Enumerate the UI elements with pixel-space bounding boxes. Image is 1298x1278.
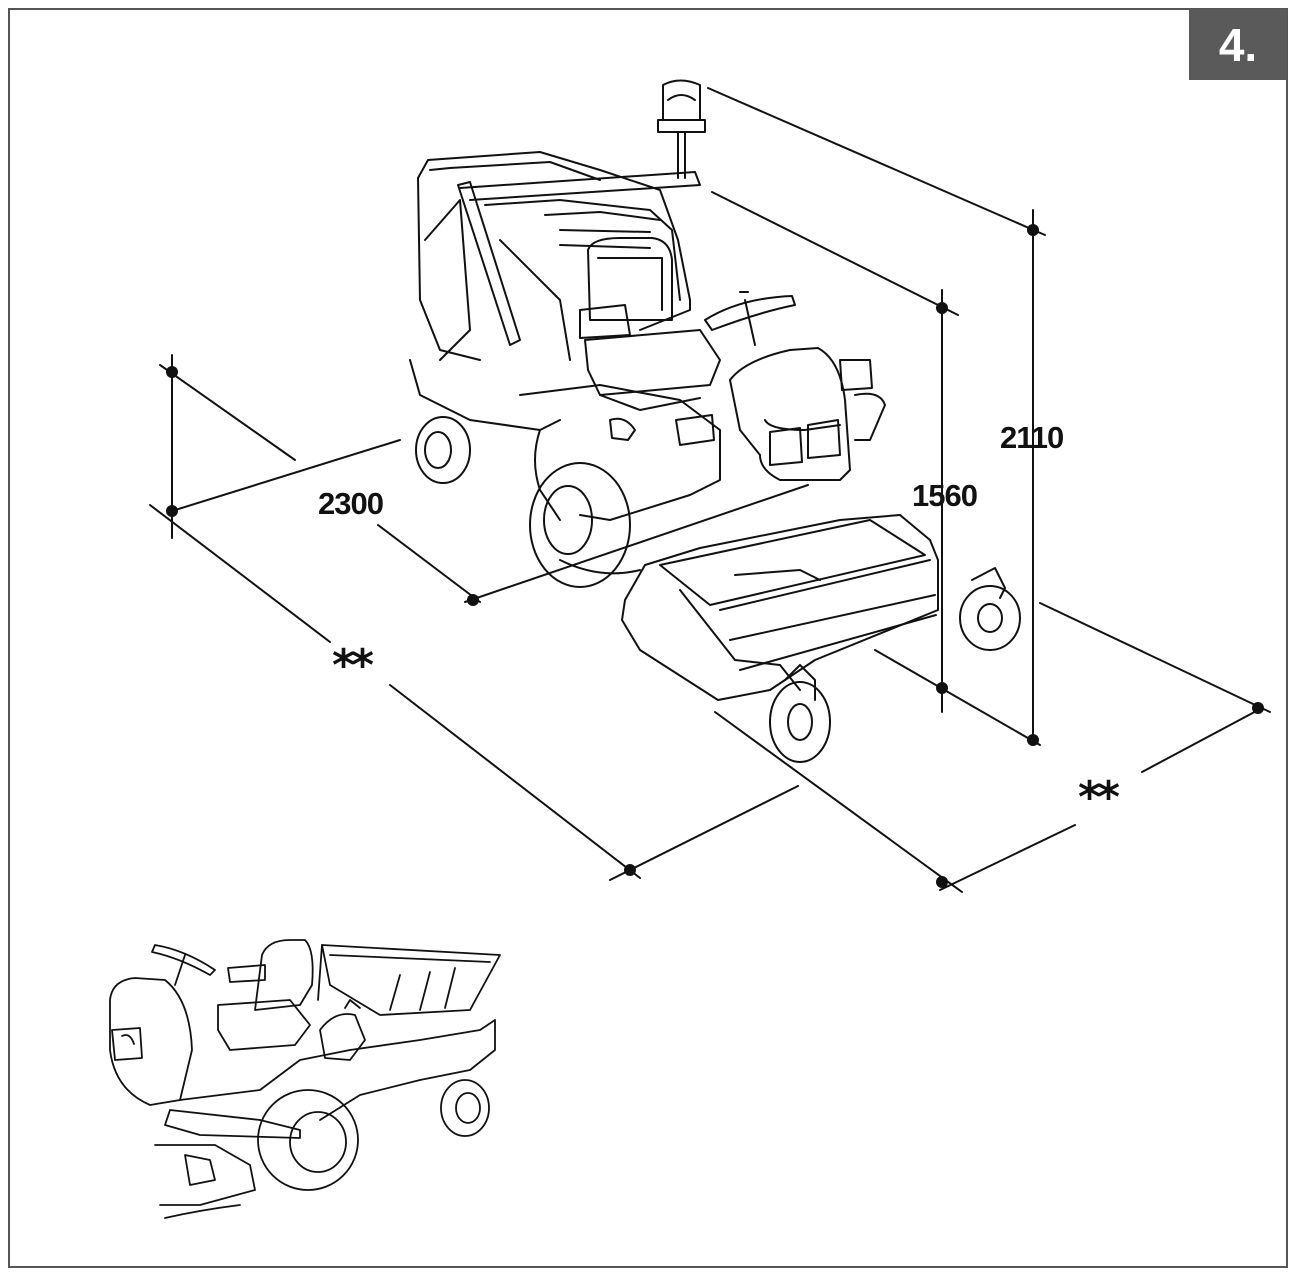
length-dimension-label: 2300 <box>318 486 384 521</box>
beacon-height-dimension-label: 2110 <box>1000 420 1064 455</box>
width-right-dimension-label: ** <box>1078 772 1120 823</box>
inset-mower-illustration <box>109 939 501 1219</box>
width-left-dimension-label: ** <box>332 640 374 691</box>
figure-frame <box>8 8 1288 1268</box>
seat-height-dimension-label: 1560 <box>912 478 978 513</box>
figure-number-badge: 4. <box>1189 9 1287 80</box>
front-mower-illustration <box>409 79 1021 763</box>
dimension-dots <box>166 224 1264 888</box>
dimension-lines <box>149 87 1271 893</box>
